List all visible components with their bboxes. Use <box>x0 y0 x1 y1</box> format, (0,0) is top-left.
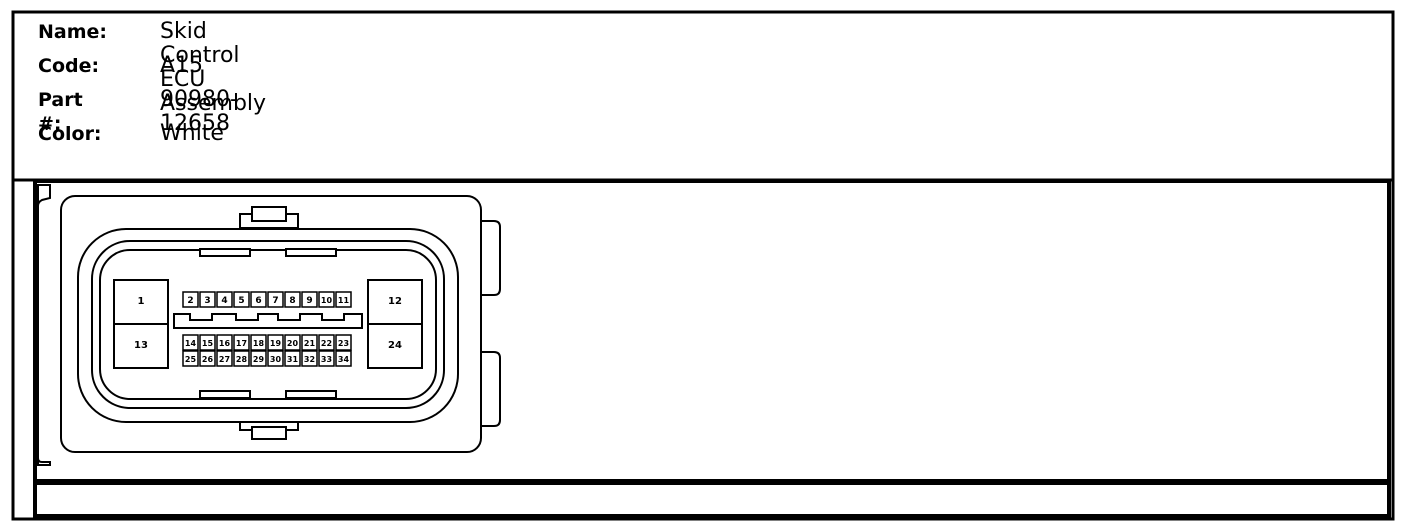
pin-22-cavity <box>318 334 335 351</box>
pin-29-label: 29 <box>253 355 265 364</box>
pin-25-label: 25 <box>185 355 197 364</box>
name-value: Skid Control ECU Assembly <box>160 19 267 116</box>
pin-6-cavity <box>250 291 267 308</box>
pin-9-cavity <box>301 291 318 308</box>
pin-20-cavity <box>284 334 301 351</box>
pin-3-label: 3 <box>204 296 210 306</box>
pin-32-label: 32 <box>304 355 315 364</box>
pin-32-cavity <box>301 350 318 367</box>
pin-1-label: 1 <box>138 296 145 307</box>
pin-9-label: 9 <box>306 296 312 306</box>
pin-28-cavity <box>233 350 250 367</box>
pin-16-label: 16 <box>219 339 231 348</box>
pin-16-cavity <box>216 334 233 351</box>
part-number-value: 90980-12658 <box>160 87 238 136</box>
pin-29-cavity <box>250 350 267 367</box>
code-label: Code: <box>38 55 100 77</box>
pin-12-label: 12 <box>388 296 402 307</box>
pin-11-label: 11 <box>338 296 350 305</box>
pin-18-label: 18 <box>253 339 265 348</box>
pin-17-cavity <box>233 334 250 351</box>
pin-19-label: 19 <box>270 339 282 348</box>
pin-27-label: 27 <box>219 355 230 364</box>
color-value: White <box>160 121 224 146</box>
pin-23-label: 23 <box>338 339 349 348</box>
pin-7-cavity <box>267 291 284 308</box>
pin-13-label: 13 <box>134 340 148 351</box>
pin-15-cavity <box>199 334 216 351</box>
pin-34-label: 34 <box>338 355 350 364</box>
pin-5-cavity <box>233 291 250 308</box>
large-pin-labels: 1 13 12 24 <box>134 296 402 351</box>
connector-drawing <box>37 184 501 466</box>
pin-11-cavity <box>335 291 352 308</box>
name-label: Name: <box>38 21 108 43</box>
pin-26-cavity <box>199 350 216 367</box>
pin-15-label: 15 <box>202 339 214 348</box>
pin-30-cavity <box>267 350 284 367</box>
pin-8-cavity <box>284 291 301 308</box>
pin-14-label: 14 <box>185 339 197 348</box>
pin-2-cavity <box>182 291 199 308</box>
pin-7-label: 7 <box>272 296 278 306</box>
pin-27-cavity <box>216 350 233 367</box>
pin-8-label: 8 <box>289 296 295 306</box>
pin-5-label: 5 <box>238 296 244 306</box>
part-number-label: Part #: <box>38 89 83 135</box>
pin-25-cavity <box>182 350 199 367</box>
pin-10-label: 10 <box>321 296 333 305</box>
pin-26-label: 26 <box>202 355 214 364</box>
code-value: A15 <box>160 53 204 78</box>
pin-23-cavity <box>335 334 352 351</box>
pin-34-cavity <box>335 350 352 367</box>
pin-17-label: 17 <box>236 339 247 348</box>
pin-20-label: 20 <box>287 339 299 348</box>
pin-30-label: 30 <box>270 355 282 364</box>
color-label: Color: <box>38 123 102 145</box>
pin-10-cavity <box>318 291 335 308</box>
pin-4-label: 4 <box>221 296 227 306</box>
pin-6-label: 6 <box>255 296 261 306</box>
pin-19-cavity <box>267 334 284 351</box>
pin-33-label: 33 <box>321 355 332 364</box>
pin-22-label: 22 <box>321 339 332 348</box>
pin-31-label: 31 <box>287 355 299 364</box>
pin-4-cavity <box>216 291 233 308</box>
pin-14-cavity <box>182 334 199 351</box>
pin-24-label: 24 <box>388 340 402 351</box>
pin-3-cavity <box>199 291 216 308</box>
pin-21-cavity <box>301 334 318 351</box>
pin-18-cavity <box>250 334 267 351</box>
pin-31-cavity <box>284 350 301 367</box>
pin-33-cavity <box>318 350 335 367</box>
note-box <box>33 481 1391 518</box>
pin-28-label: 28 <box>236 355 248 364</box>
pin-21-label: 21 <box>304 339 316 348</box>
pin-2-label: 2 <box>187 296 193 306</box>
